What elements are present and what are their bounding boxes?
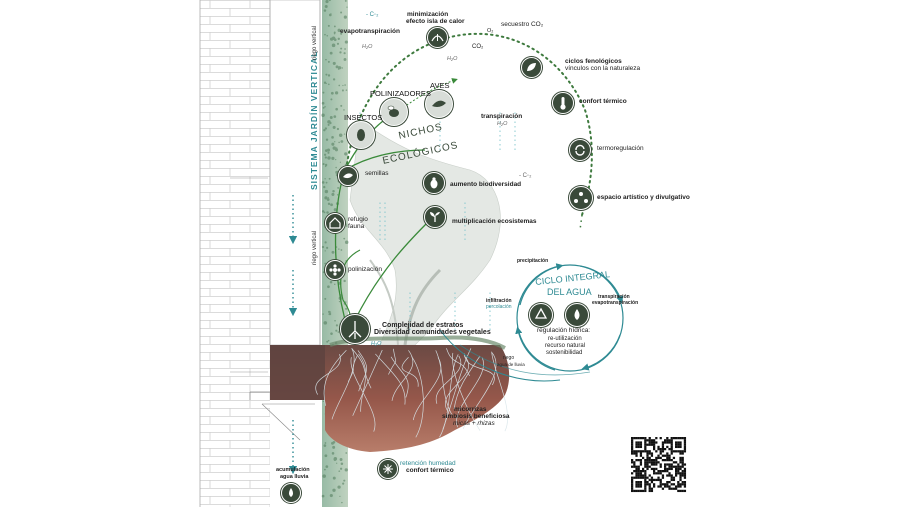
bird-icon [338,166,358,186]
qr-code[interactable] [631,437,687,493]
micorrizas-label: micorrizas [454,406,487,413]
bee-icon [380,98,408,126]
reutilizacion-label: re-utilización [548,336,582,342]
polinizadores-label: POLINIZADORES [370,89,431,98]
transpiracion-cycle-label: transpiración [598,294,630,300]
co2-mark: - C◦₂ [366,12,379,18]
confort-bottom-label: confort térmico [406,467,454,474]
riego-vertical-top: riego vertical [312,25,318,60]
confort-label: confort térmico [579,98,627,105]
root-lines [315,348,508,438]
diversidad-label: Diversidad comunidades vegetales [374,329,491,336]
infiltracion-label: infiltración [486,298,512,304]
vinculos-label: vínculos con la naturaleza [565,65,641,72]
wall-panel [269,0,321,346]
bug-icon [423,172,445,194]
minimizacion-label: minimización [407,11,449,18]
agua-lluvia-bottom-label: agua lluvia [280,474,309,480]
regulacion-label: regulación hídrica: [537,327,591,334]
recurso-label: recurso natural [545,343,586,349]
tree-sketch [349,119,501,346]
aves-label: AVES [430,81,450,90]
water-drop-icon [281,483,301,503]
bird-branch-icon [425,90,453,118]
insect-icon [347,121,375,149]
polinizacion-label: polinización [348,266,382,273]
thermometer-icon [552,92,574,114]
o2-label: O₂ [487,28,494,34]
percolacion-label: percolación [486,304,512,310]
ciclo-title-2: DEL AGUA [547,287,592,297]
leaf-icon [521,57,542,78]
insectos-label: INSECTOS [344,113,383,122]
simbiosis-label: simbiosis beneficiosa [442,413,510,420]
ciclos-label: ciclos fenológicos [565,58,622,65]
agua-lluvia-label: agua de lluvia [497,362,525,367]
precipitacion-label: precipitación [517,258,549,264]
people-network-icon [569,186,593,210]
secuestro-label: secuestro CO₂ [501,21,544,28]
h2o-label: H₂O [447,56,458,62]
retencion-label: retención humedad [400,460,456,467]
brick-wall [200,0,270,507]
fauna-label: fauna [348,223,365,230]
flower-icon [325,260,345,280]
recycle-icon [529,303,553,327]
isla-calor-label: efecto isla de calor [406,18,465,25]
evapotranspiracion-cycle-label: evapotranspiración [592,300,639,306]
riego-label: riego [503,355,515,361]
co2-mark: - C◦₂ [519,173,532,179]
micas-label: micas + rhizas [453,420,495,427]
evapotranspiracion-label: evapotranspiración [340,28,400,35]
sprout-icon [424,206,446,228]
system-title: SISTEMA JARDÍN VERTICAL [309,50,319,190]
complejidad-label: Complejidad de estratos [382,322,464,329]
refugio-label: refugio [348,216,368,223]
semillas-label: semillas [365,170,389,177]
riego-vertical-bottom: riego vertical [312,230,318,265]
benefits-dotted-arc [344,32,593,216]
snowflake-icon [378,459,398,479]
h2o-label: H₂O [371,341,382,347]
multiplicacion-label: multiplicación ecosistemas [452,218,537,225]
aumento-label: aumento biodiversidad [450,181,522,188]
h2o-label: H₂O [497,121,508,127]
water-cycle-ring [516,264,624,372]
water-drop-icon [565,303,589,327]
termoregulacion-label: termoregulación [597,145,644,152]
espacio-label: espacio artístico y divulgativo [597,194,690,201]
house-icon [325,213,345,233]
roots-icon [340,314,370,344]
h2o-label: H₂O [362,44,373,50]
dome-heat-icon [427,27,448,48]
acumulacion-label: acumulación [276,467,310,473]
co2-label: CO₂ [472,44,484,50]
transpiracion-label: transpiración [481,113,523,120]
sostenibilidad-label: sostenibilidad [546,350,583,356]
cycle-arrows-icon [569,139,591,161]
